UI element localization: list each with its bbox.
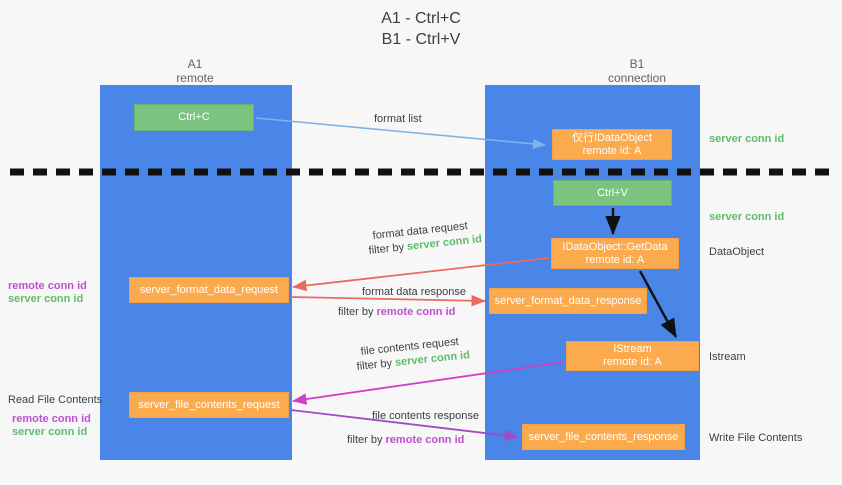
- edge-label-format-data-response: format data response: [362, 286, 466, 298]
- node-istream-line1: IStream: [613, 343, 652, 355]
- node-server-file-contents-response[interactable]: server_file_contents_response: [522, 424, 685, 450]
- side-label-remote-conn-id-1: remote conn id: [8, 280, 87, 292]
- node-ctrl-v-line1: Ctrl+V: [597, 186, 628, 199]
- side-label-server-conn-id-2: server conn id: [12, 426, 88, 438]
- node-format-data-response-label: server_format_data_response: [494, 294, 642, 307]
- side-label-dataobject: DataObject: [709, 246, 765, 258]
- node-ctrl-v[interactable]: Ctrl+V: [553, 180, 672, 206]
- column-header-b1: B1 connection: [607, 57, 667, 85]
- node-ctrl-c[interactable]: Ctrl+C: [134, 104, 254, 131]
- side-label-server-conn-id-top: server conn id: [709, 133, 785, 145]
- node-idataobject[interactable]: 仅行IDataObject remote id: A: [552, 129, 672, 160]
- node-istream[interactable]: IStream remote id: A: [566, 341, 699, 371]
- filter-prefix: filter by: [347, 434, 386, 446]
- column-header-a1: A1 remote: [176, 57, 214, 85]
- filter-prefix: filter by: [356, 356, 396, 373]
- side-label-server-conn-id-1: server conn id: [8, 293, 84, 305]
- node-server-format-data-response[interactable]: server_format_data_response: [489, 288, 647, 314]
- node-format-data-request-label: server_format_data_request: [139, 283, 279, 296]
- side-label-server-conn-id-mid: server conn id: [709, 211, 785, 223]
- node-server-format-data-request[interactable]: server_format_data_request: [129, 277, 289, 303]
- side-label-remote-conn-id-2: remote conn id: [12, 413, 91, 425]
- node-file-contents-request-label: server_file_contents_request: [138, 398, 280, 411]
- node-server-file-contents-request[interactable]: server_file_contents_request: [129, 392, 289, 418]
- node-idataobject-line2: remote id: A: [582, 144, 642, 157]
- node-ctrl-c-line1: Ctrl+C: [178, 111, 210, 123]
- side-label-read-file-contents: Read File Contents: [8, 394, 103, 406]
- side-label-write-file-contents: Write File Contents: [709, 432, 803, 444]
- node-idataobject-getdata[interactable]: IDataObject::GetData remote id: A: [551, 238, 679, 269]
- diagram-title: A1 - Ctrl+C B1 - Ctrl+V: [381, 10, 461, 48]
- edge-label-file-contents-response: file contents response: [372, 410, 480, 422]
- filter-value-remote-conn-id: remote conn id: [385, 434, 465, 446]
- node-getdata-line1: IDataObject::GetData: [562, 240, 668, 253]
- node-istream-line2: remote id: A: [603, 356, 662, 368]
- edge-label-file-contents-response-filter: filter by remote conn id: [347, 433, 464, 448]
- filter-prefix: filter by: [338, 306, 377, 318]
- node-idataobject-line1: 仅行IDataObject: [571, 131, 653, 144]
- node-getdata-line2: remote id: A: [585, 253, 645, 266]
- side-label-istream: Istream: [709, 351, 746, 363]
- edge-label-format-list: format list: [374, 113, 422, 125]
- edge-label-format-data-response-filter: filter by remote conn id: [338, 305, 455, 320]
- node-file-contents-response-label: server_file_contents_response: [528, 430, 679, 443]
- filter-prefix: filter by: [368, 240, 408, 257]
- filter-value-remote-conn-id: remote conn id: [376, 306, 456, 318]
